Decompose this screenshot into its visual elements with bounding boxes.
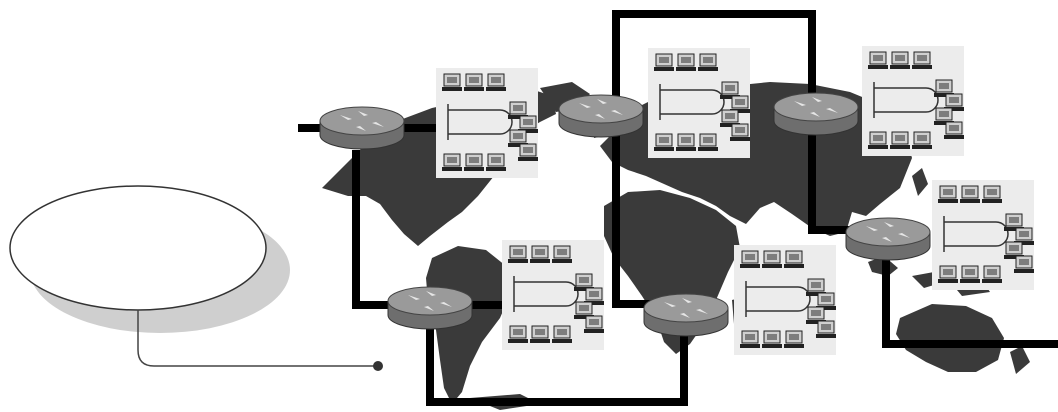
workstation-icon bbox=[938, 265, 958, 283]
lan-europe bbox=[648, 48, 750, 158]
link-europe-loop bbox=[612, 10, 816, 100]
network-links bbox=[298, 10, 1058, 406]
workstation-icon bbox=[912, 131, 932, 149]
workstation-icon bbox=[530, 245, 550, 263]
workstation-icon bbox=[890, 131, 910, 149]
workstation-icon bbox=[938, 185, 958, 203]
workstation-icon bbox=[518, 143, 538, 161]
workstation-icon bbox=[584, 287, 604, 305]
workstation-icon bbox=[740, 250, 760, 268]
lan-bus-line bbox=[943, 216, 1009, 252]
workstation-icon bbox=[868, 131, 888, 149]
workstation-icon bbox=[890, 51, 910, 69]
workstation-icon bbox=[530, 325, 550, 343]
workstation-icon bbox=[762, 250, 782, 268]
router-asia bbox=[773, 92, 859, 136]
workstation-icon bbox=[698, 53, 718, 71]
workstation-icon bbox=[486, 73, 506, 91]
workstation-icon bbox=[442, 73, 462, 91]
workstation-icon bbox=[654, 133, 674, 151]
workstation-icon bbox=[720, 81, 740, 99]
workstation-icon bbox=[518, 115, 538, 133]
workstation-icon bbox=[698, 133, 718, 151]
workstation-icon bbox=[982, 185, 1002, 203]
workstation-icon bbox=[464, 153, 484, 171]
workstation-icon bbox=[720, 109, 740, 127]
lan-bus-line bbox=[745, 281, 811, 317]
workstation-icon bbox=[944, 121, 964, 139]
lan-bus-line bbox=[873, 82, 939, 118]
workstation-icon bbox=[508, 325, 528, 343]
workstation-icon bbox=[740, 330, 760, 348]
lan-asia bbox=[862, 46, 964, 156]
workstation-icon bbox=[784, 330, 804, 348]
router-europe bbox=[558, 94, 644, 138]
router-australasia bbox=[845, 217, 931, 261]
lan-australasia bbox=[932, 180, 1034, 290]
workstation-icon bbox=[816, 292, 836, 310]
workstation-icon bbox=[508, 101, 528, 119]
workstation-icon bbox=[944, 93, 964, 111]
router-south-america bbox=[387, 286, 473, 330]
workstation-icon bbox=[934, 79, 954, 97]
workstation-icon bbox=[552, 325, 572, 343]
workstation-icon bbox=[574, 301, 594, 319]
link-na-down bbox=[352, 150, 390, 309]
workstation-icon bbox=[552, 245, 572, 263]
workstation-icon bbox=[676, 133, 696, 151]
workstation-icon bbox=[1014, 255, 1034, 273]
callout-bubble bbox=[9, 185, 267, 311]
callout-anchor-dot bbox=[373, 361, 383, 371]
router-icon bbox=[319, 92, 931, 337]
link-asia-down bbox=[808, 130, 852, 234]
workstation-icon bbox=[508, 129, 528, 147]
lan-africa bbox=[734, 245, 836, 355]
lan-bus-line bbox=[659, 84, 725, 120]
workstation-icon bbox=[730, 95, 750, 113]
workstation-icon bbox=[574, 273, 594, 291]
workstation-icon bbox=[960, 265, 980, 283]
workstation-icon bbox=[806, 278, 826, 296]
lan-north-america bbox=[436, 68, 538, 178]
continent-australia bbox=[896, 304, 1004, 372]
workstation-icon bbox=[912, 51, 932, 69]
workstation-icon bbox=[584, 315, 604, 333]
new-zealand bbox=[1010, 346, 1030, 374]
lan-south-america bbox=[502, 240, 604, 350]
link-australasia-down bbox=[882, 255, 1058, 348]
workstation-icon bbox=[806, 306, 826, 324]
workstation-icon bbox=[1004, 213, 1024, 231]
workstation-icon bbox=[486, 153, 506, 171]
callout bbox=[9, 185, 383, 371]
workstation-icon bbox=[982, 265, 1002, 283]
callout-leader bbox=[137, 310, 378, 367]
link-europe-down bbox=[612, 128, 652, 308]
workstation-icon bbox=[464, 73, 484, 91]
workstation-icon bbox=[816, 320, 836, 338]
continent-south-america bbox=[426, 246, 512, 404]
workstation-icon bbox=[934, 107, 954, 125]
router-north-america bbox=[319, 106, 405, 150]
workstation-icon bbox=[676, 53, 696, 71]
workstation-icon bbox=[508, 245, 528, 263]
router-africa bbox=[643, 293, 729, 337]
workstation-icon bbox=[1014, 227, 1034, 245]
workstation-icon bbox=[784, 250, 804, 268]
workstation-icon bbox=[960, 185, 980, 203]
lan-bus-line bbox=[513, 276, 579, 312]
workstation-icon bbox=[654, 53, 674, 71]
workstation-icon bbox=[762, 330, 782, 348]
workstation-icon bbox=[442, 153, 462, 171]
workstation-icon bbox=[868, 51, 888, 69]
workstation-icon bbox=[1004, 241, 1024, 259]
lan-bus-line bbox=[447, 104, 513, 140]
link-sa-down bbox=[426, 318, 688, 406]
workstation-icon bbox=[730, 123, 750, 141]
japan bbox=[912, 168, 928, 196]
